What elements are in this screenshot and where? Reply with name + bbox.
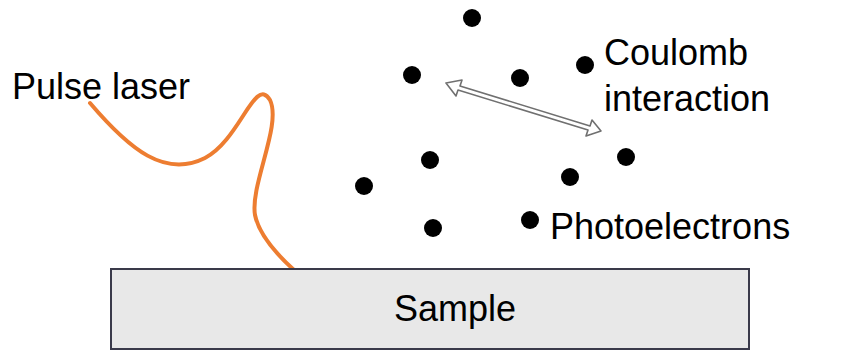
electron-label: Photoelectrons xyxy=(550,204,790,250)
sample-box: Sample xyxy=(110,268,750,350)
double-arrow xyxy=(446,80,601,136)
photoelectron-dots xyxy=(355,9,635,237)
laser-label: Pulse laser xyxy=(12,64,190,110)
sample-text: Sample xyxy=(394,288,516,330)
interaction-label: Coulomb interaction xyxy=(604,30,834,122)
